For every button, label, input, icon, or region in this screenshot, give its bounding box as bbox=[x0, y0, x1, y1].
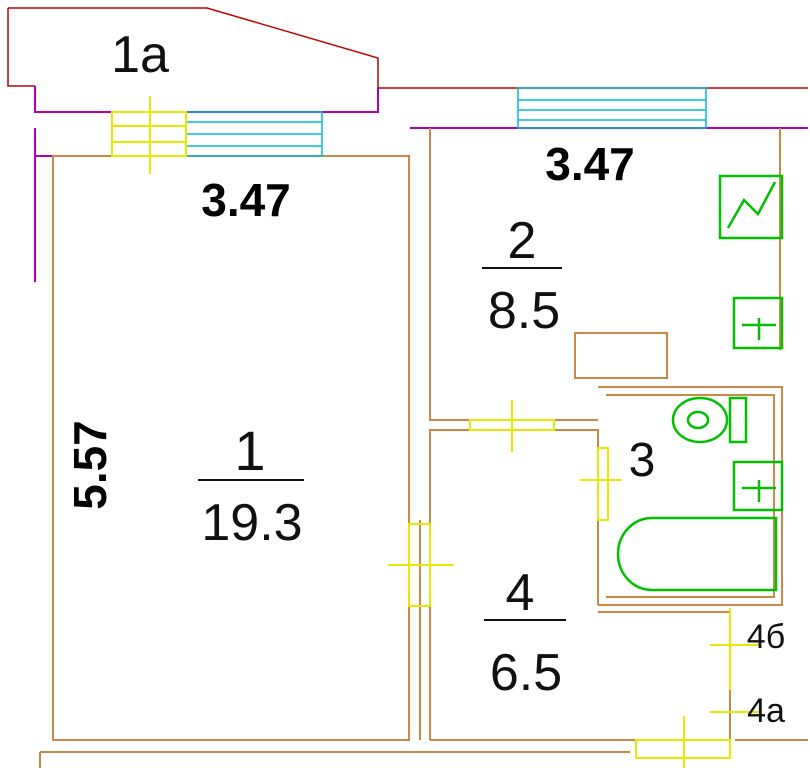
sink-icon bbox=[732, 296, 784, 350]
fixtures bbox=[616, 174, 784, 592]
doors bbox=[111, 96, 760, 768]
room-1a-label: 1a bbox=[111, 26, 169, 84]
walls bbox=[39, 128, 808, 768]
toilet-icon bbox=[671, 396, 729, 444]
room-2-area: 8.5 bbox=[488, 282, 560, 340]
room-1-width-dimension: 3.47 bbox=[201, 174, 291, 226]
room-4-label: 4 6.5 bbox=[484, 564, 566, 702]
room-1-label: 1 19.3 bbox=[198, 419, 304, 552]
room-1-number: 1 bbox=[234, 419, 265, 482]
bathtub-icon bbox=[616, 516, 778, 592]
room-4b-label: 4б bbox=[747, 618, 785, 656]
toilet-tank-icon bbox=[728, 396, 748, 444]
room-1-length-dimension: 5.57 bbox=[64, 420, 116, 510]
room-4-area: 6.5 bbox=[490, 644, 562, 702]
room-4a-label: 4a bbox=[747, 692, 785, 730]
washbasin-icon bbox=[732, 460, 784, 512]
room-3-number: 3 bbox=[629, 434, 656, 487]
room-4-number: 4 bbox=[506, 564, 535, 622]
windows bbox=[185, 87, 707, 157]
room-2-label: 2 8.5 bbox=[482, 212, 562, 340]
stove-icon bbox=[718, 174, 784, 240]
room-1-area: 19.3 bbox=[201, 494, 302, 552]
room-2-width-dimension: 3.47 bbox=[545, 138, 635, 190]
room-2-number: 2 bbox=[508, 212, 537, 270]
